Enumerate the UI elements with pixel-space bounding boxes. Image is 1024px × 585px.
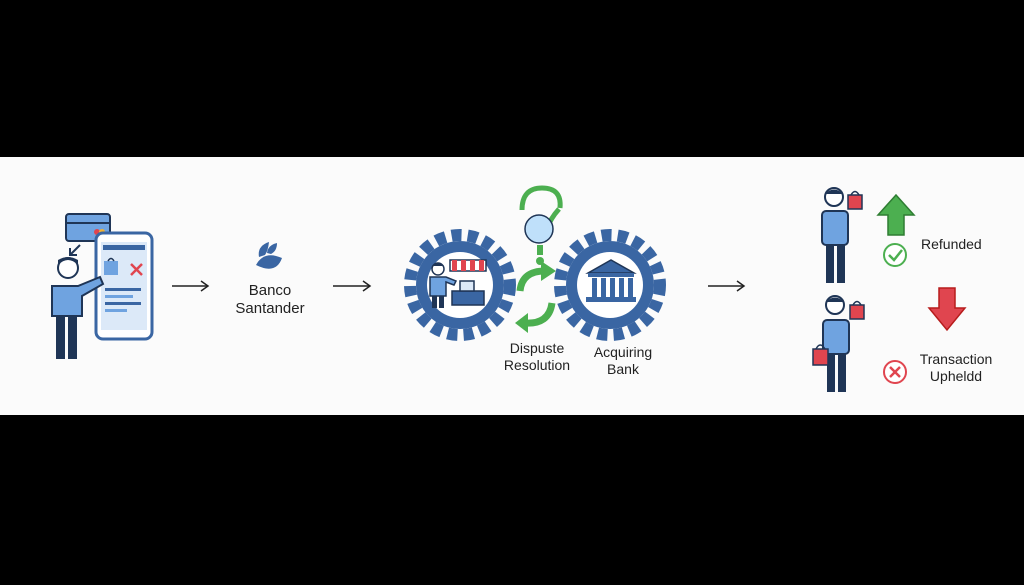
arrow-up-icon xyxy=(876,193,916,236)
upheld-person-icon xyxy=(822,295,850,392)
diagram-scene xyxy=(51,185,967,392)
acquiring-line1: Acquiring xyxy=(593,344,653,360)
upheld-line2: Upheldd xyxy=(929,368,983,384)
bank-name-line1: Banco xyxy=(248,282,292,299)
arrow-right-icon xyxy=(333,280,372,292)
refunded-person-icon xyxy=(821,187,849,283)
arrow-right-icon xyxy=(172,280,210,292)
arrow-down-left-icon xyxy=(69,244,81,256)
refunded-label: Refunded xyxy=(921,236,982,252)
check-circle-icon xyxy=(883,243,907,267)
shopping-bag-icon xyxy=(812,344,829,366)
storefront-icon xyxy=(449,259,487,272)
bank-name-line2: Santander xyxy=(235,300,305,317)
x-circle-icon xyxy=(883,360,907,384)
shopping-bag-icon xyxy=(847,190,863,210)
customer-phone-group xyxy=(51,213,154,359)
upheld-line1: Transaction xyxy=(919,351,993,367)
flame-logo-icon xyxy=(256,242,282,269)
bank-building-icon xyxy=(585,259,637,302)
dispute-line1: Dispuste xyxy=(509,340,565,356)
bank-name-label: Banco Santander xyxy=(225,282,315,318)
gear-icon-dispute xyxy=(404,229,516,341)
refresh-cycle-icon xyxy=(515,261,556,333)
question-mark-icon xyxy=(536,245,544,265)
acquiring-bank-label: Acquiring Bank xyxy=(578,344,668,378)
acquiring-line2: Bank xyxy=(607,361,639,377)
cashier-icon xyxy=(429,262,485,308)
shopping-bag-icon xyxy=(849,300,865,320)
transaction-upheld-label: Transaction Upheldd xyxy=(908,351,1004,385)
diagram-canvas: Banco Santander Dispuste Resolution Acqu… xyxy=(0,157,1024,415)
arrow-down-icon xyxy=(927,287,967,332)
gear-icon-acquiring xyxy=(554,229,666,341)
dollar-coin-icon xyxy=(519,185,563,244)
arrow-right-icon xyxy=(708,280,746,292)
person-icon xyxy=(51,257,105,359)
smartphone-icon xyxy=(94,231,154,341)
dispute-line2: Resolution xyxy=(503,357,571,373)
dispute-resolution-label: Dispuste Resolution xyxy=(492,340,582,374)
